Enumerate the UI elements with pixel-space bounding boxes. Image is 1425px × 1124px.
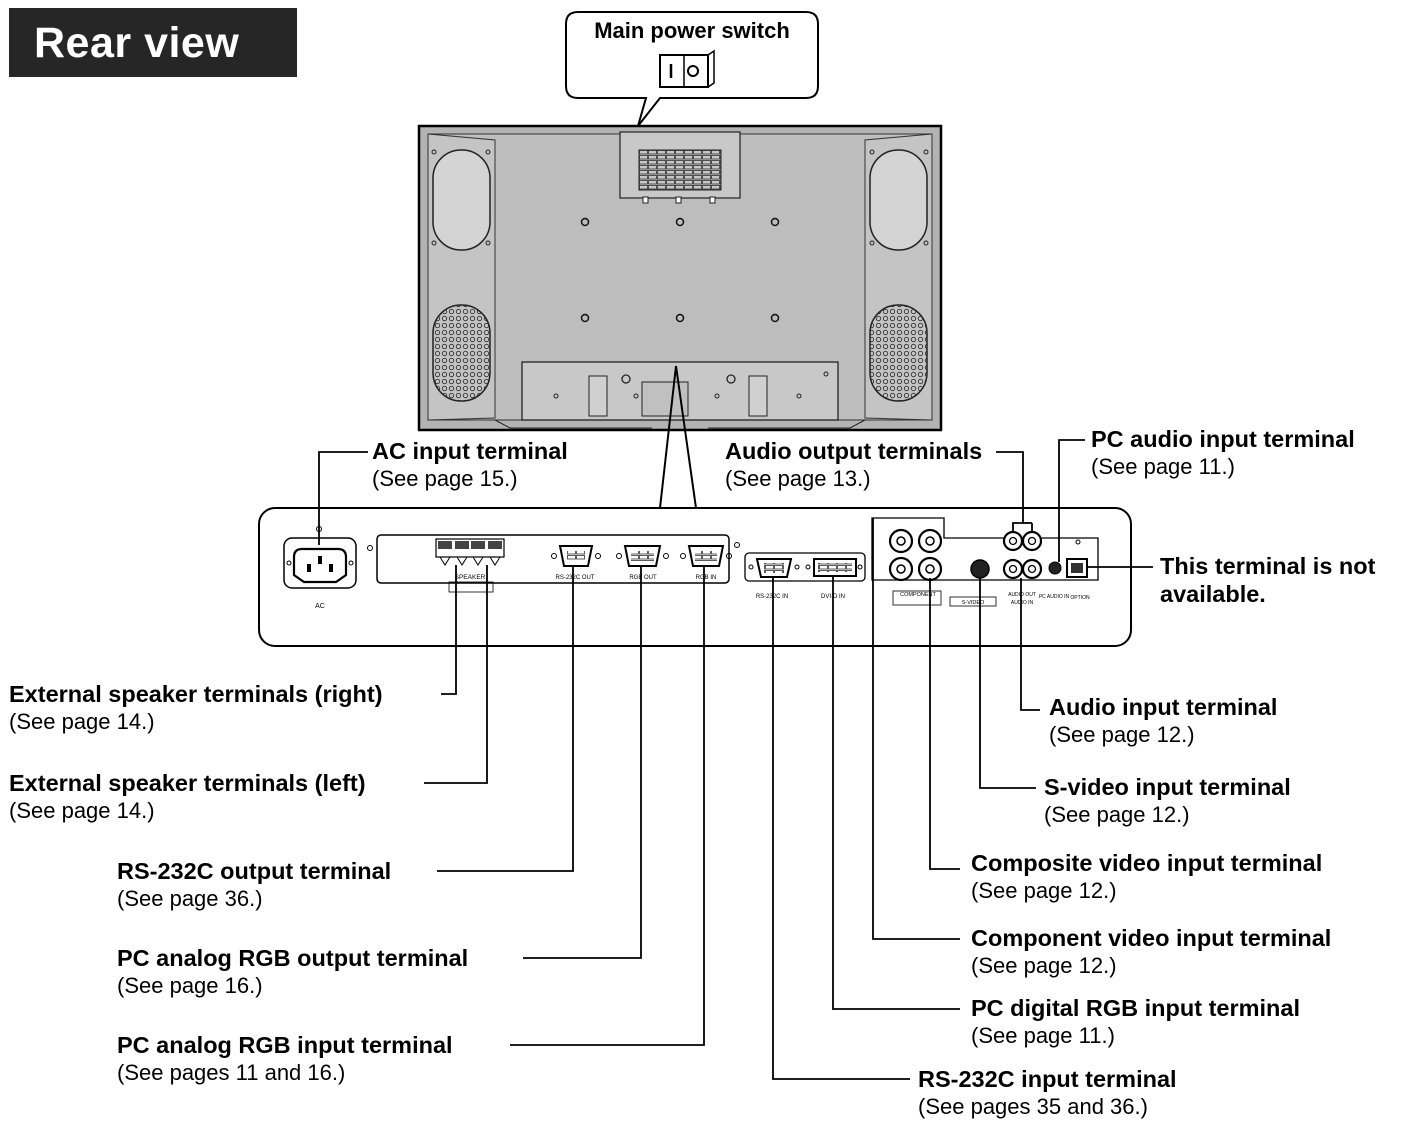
terminal-panel: AC SPEAKER xyxy=(258,507,1132,647)
page-title: Rear view xyxy=(34,19,240,67)
svg-text:RGB IN: RGB IN xyxy=(696,575,717,581)
ac-inlet: AC xyxy=(283,526,357,610)
callout-ext-speaker-right: External speaker terminals (right) (See … xyxy=(9,681,383,734)
callout-svideo-input: S-video input terminal (See page 12.) xyxy=(1044,774,1291,827)
callout-rs232c-input: RS-232C input terminal (See pages 35 and… xyxy=(918,1066,1177,1119)
callout-composite-video-input: Composite video input terminal (See page… xyxy=(971,850,1323,903)
svg-text:OPTION: OPTION xyxy=(1070,595,1090,601)
svg-text:S-VIDEO: S-VIDEO xyxy=(962,600,985,606)
rs232c-in-connector xyxy=(748,558,800,578)
display-rear xyxy=(417,124,943,432)
callout-audio-output: Audio output terminals (See page 13.) xyxy=(725,438,983,491)
vent-grill xyxy=(638,149,722,191)
callout-pc-audio-input: PC audio input terminal (See page 11.) xyxy=(1091,426,1355,479)
speaker-terminal-block: SPEAKER xyxy=(435,538,505,593)
svg-text:AC: AC xyxy=(315,603,325,610)
speaker-grill-left xyxy=(432,304,491,402)
callout-ext-speaker-left: External speaker terminals (left) (See p… xyxy=(9,770,366,823)
svg-text:SPEAKER: SPEAKER xyxy=(455,574,486,581)
power-switch-callout xyxy=(565,11,819,127)
dvi-d-in-connector xyxy=(805,558,863,577)
svg-text:RS-232C IN: RS-232C IN xyxy=(756,594,788,600)
callout-component-video-input: Component video input terminal (See page… xyxy=(971,925,1332,978)
callout-audio-input: Audio input terminal (See page 12.) xyxy=(1049,694,1278,747)
svideo-port xyxy=(970,559,990,579)
pc-audio-port xyxy=(1048,561,1062,575)
callout-rs232c-output: RS-232C output terminal (See page 36.) xyxy=(117,858,392,911)
svg-text:COMPONENT: COMPONENT xyxy=(900,592,936,598)
speaker-grill-right xyxy=(869,304,928,402)
callout-not-available: This terminal is not available. xyxy=(1160,553,1376,607)
power-switch-icon xyxy=(659,49,715,88)
callout-pc-analog-rgb-input: PC analog RGB input terminal (See pages … xyxy=(117,1032,453,1085)
power-switch-label: Main power switch xyxy=(594,18,790,43)
callout-pc-analog-rgb-output: PC analog RGB output terminal (See page … xyxy=(117,945,469,998)
leader-lines xyxy=(318,439,1153,1080)
svg-text:RS-232C OUT: RS-232C OUT xyxy=(555,575,594,581)
av-terminal-module: COMPONENT S-VIDEO AUDIO OUT AUDIO IN PC … xyxy=(871,517,1099,607)
svg-text:PC AUDIO IN: PC AUDIO IN xyxy=(1039,594,1070,600)
callout-pc-digital-rgb-input: PC digital RGB input terminal (See page … xyxy=(971,995,1301,1048)
rgb-in-connector xyxy=(680,545,732,567)
svg-text:AUDIO OUT: AUDIO OUT xyxy=(1008,592,1036,598)
rgb-out-connector xyxy=(616,545,669,567)
rs232c-out-connector xyxy=(551,545,601,567)
page-title-bar: Rear view xyxy=(9,8,297,77)
svg-text:RGB OUT: RGB OUT xyxy=(629,575,657,581)
svg-text:AUDIO IN: AUDIO IN xyxy=(1011,600,1034,606)
callout-ac-input: AC input terminal (See page 15.) xyxy=(372,438,568,491)
